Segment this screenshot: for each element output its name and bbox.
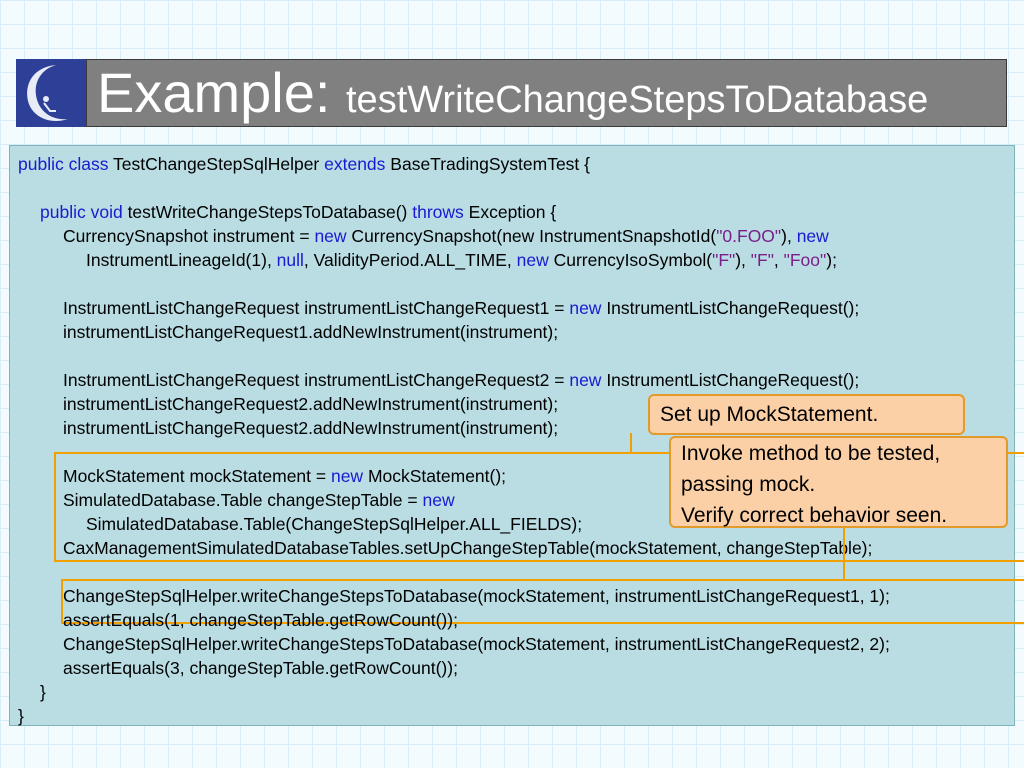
code-text: MockStatement(); [363,466,507,486]
moon-logo-icon [16,59,86,127]
setup-callout: Set up MockStatement. [648,394,965,435]
code-line-3: CurrencySnapshot instrument = new Curren… [63,224,829,248]
code-text: InstrumentListChangeRequest(); [601,370,860,390]
code-keyword: public class [18,154,109,174]
code-line-13: CaxManagementSimulatedDatabaseTables.set… [63,538,873,558]
code-text: SimulatedDatabase.Table changeStepTable … [63,490,423,510]
code-text: testWriteChangeStepsToDatabase() [122,202,413,222]
code-string: "F" [750,250,774,270]
code-text: , [773,250,784,270]
code-text: InstrumentListChangeRequest instrumentLi… [63,370,570,390]
setup-highlight-box [54,452,1024,562]
setup-callout-text: Set up MockStatement. [660,403,879,426]
code-keyword: extends [324,154,386,174]
code-keyword: new [314,226,347,246]
slide-title-bar: Example: testWriteChangeStepsToDatabase [86,59,1007,127]
slide-title: Example: testWriteChangeStepsToDatabase [97,61,929,126]
code-keyword: new [330,466,364,486]
code-keyword: new [569,370,602,390]
code-text: InstrumentListChangeRequest instrumentLi… [63,298,570,318]
code-text: CurrencySnapshot instrument = [63,226,315,246]
code-text: CurrencyIsoSymbol( [548,250,713,270]
code-keyword: new [569,298,602,318]
code-line-16: ChangeStepSqlHelper.writeChangeStepsToDa… [63,634,890,654]
code-keyword: new [422,490,455,510]
setup-connector-line [630,433,632,452]
moon-logo [16,59,86,127]
code-panel: public class TestChangeStepSqlHelper ext… [9,145,1024,726]
code-text: ), [781,226,797,246]
code-line-7: InstrumentListChangeRequest instrumentLi… [63,368,859,392]
code-string: "F" [712,250,736,270]
code-line-12: SimulatedDatabase.Table(ChangeStepSqlHel… [86,514,583,534]
code-text: ); [826,250,837,270]
code-line-6: instrumentListChangeRequest1.addNewInstr… [63,322,559,342]
code-string: "0.FOO" [716,226,782,246]
code-line-14: ChangeStepSqlHelper.writeChangeStepsToDa… [63,586,890,606]
code-text: ), [735,250,751,270]
code-line-4: InstrumentLineageId(1), null, ValidityPe… [86,248,837,272]
code-text: InstrumentLineageId(1), [86,250,277,270]
code-line-10: MockStatement mockStatement = new MockSt… [63,464,506,488]
invoke-callout-line-1: Invoke method to be tested, [681,442,941,465]
invoke-callout: Invoke method to be tested, passing mock… [669,436,1008,528]
invoke-callout-line-3: Verify correct behavior seen. [681,504,948,527]
code-text: , ValidityPeriod.ALL_TIME, [303,250,517,270]
code-text: BaseTradingSystemTest { [385,154,591,174]
code-line-19: } [18,706,24,726]
code-line-8: instrumentListChangeRequest2.addNewInstr… [63,394,559,414]
code-text: Exception { [463,202,557,222]
code-keyword: new [516,250,549,270]
code-line-9: instrumentListChangeRequest2.addNewInstr… [63,418,559,438]
slide-title-text: Example: [97,61,331,124]
code-line-5: InstrumentListChangeRequest instrumentLi… [63,296,859,320]
code-text: InstrumentListChangeRequest(); [601,298,860,318]
code-keyword: public void [40,202,123,222]
code-text: TestChangeStepSqlHelper [108,154,325,174]
code-keyword: new [796,226,829,246]
code-line-17: assertEquals(3, changeStepTable.getRowCo… [63,658,458,678]
code-line-15: assertEquals(1, changeStepTable.getRowCo… [63,610,458,630]
slide-title-method: testWriteChangeStepsToDatabase [346,79,929,121]
code-text: MockStatement mockStatement = [63,466,331,486]
code-text: CurrencySnapshot(new InstrumentSnapshotI… [346,226,717,246]
code-keyword: null [276,250,304,270]
code-line-2: public void testWriteChangeStepsToDataba… [40,200,556,224]
invoke-connector-line [843,524,845,580]
code-string: "Foo" [783,250,827,270]
code-line-18: } [40,682,46,702]
code-line-11: SimulatedDatabase.Table changeStepTable … [63,488,455,512]
code-line-1: public class TestChangeStepSqlHelper ext… [18,152,590,176]
code-keyword: throws [412,202,464,222]
invoke-callout-line-2: passing mock. [681,473,816,496]
invoke-highlight-box [61,579,1024,624]
